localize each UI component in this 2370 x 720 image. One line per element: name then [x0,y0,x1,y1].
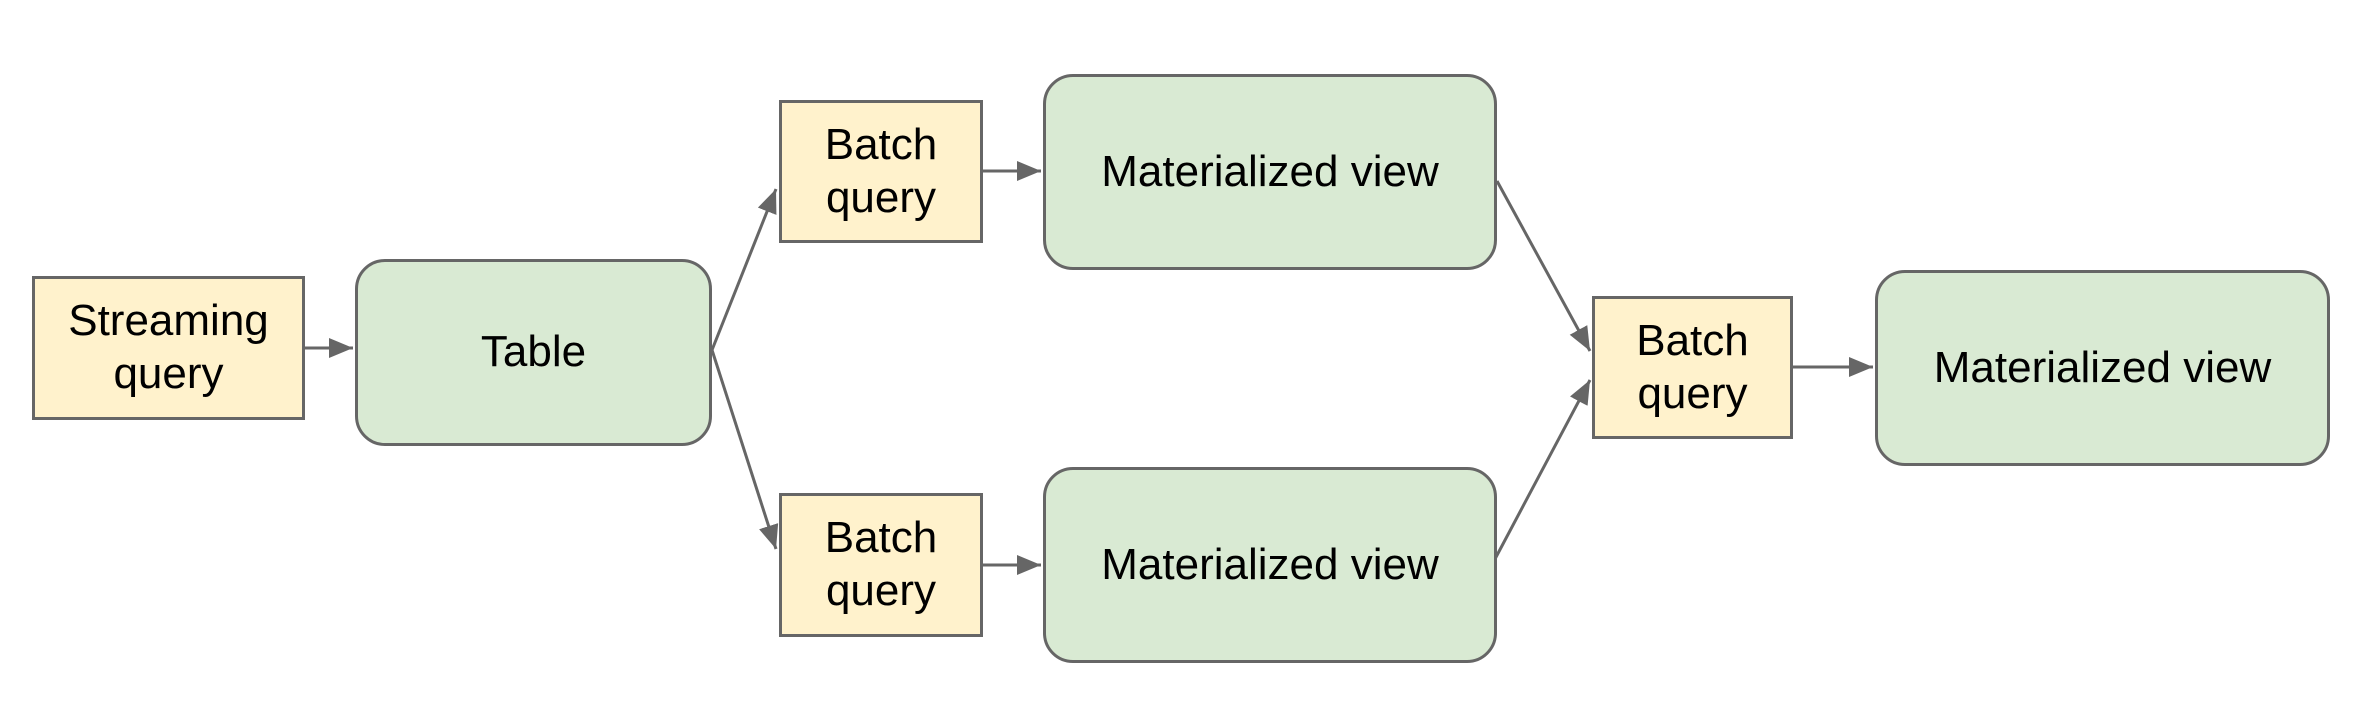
arrow-table-to-batch-query-bottom [710,349,779,550]
node-materialized-view-top: Materialized view [1043,74,1497,270]
node-batch-query-merge-label: Batch query [1636,315,1749,418]
node-materialized-view-top-label: Materialized view [1101,146,1439,196]
node-streaming-query-label: Streaming query [68,296,269,398]
node-materialized-view-final-label: Materialized view [1933,342,2272,392]
node-batch-query-merge: Batch query [1592,296,1793,439]
node-materialized-view-bottom-label: Materialized view [1101,539,1439,589]
node-batch-query-bottom-label: Batch query [824,513,938,615]
arrow-materialized-view-top-to-batch-query-merge [1495,180,1592,352]
node-table-label: Table [480,327,587,377]
node-batch-query-top: Batch query [779,100,983,243]
arrow-table-to-batch-query-top [710,188,778,351]
node-materialized-view-final: Materialized view [1875,270,2330,466]
node-batch-query-bottom: Batch query [779,493,983,637]
node-materialized-view-bottom: Materialized view [1043,467,1497,663]
arrow-materialized-view-bottom-to-batch-query-merge [1493,379,1592,560]
node-streaming-query: Streaming query [32,276,305,420]
node-table: Table [355,259,712,446]
node-batch-query-top-label: Batch query [824,119,938,222]
